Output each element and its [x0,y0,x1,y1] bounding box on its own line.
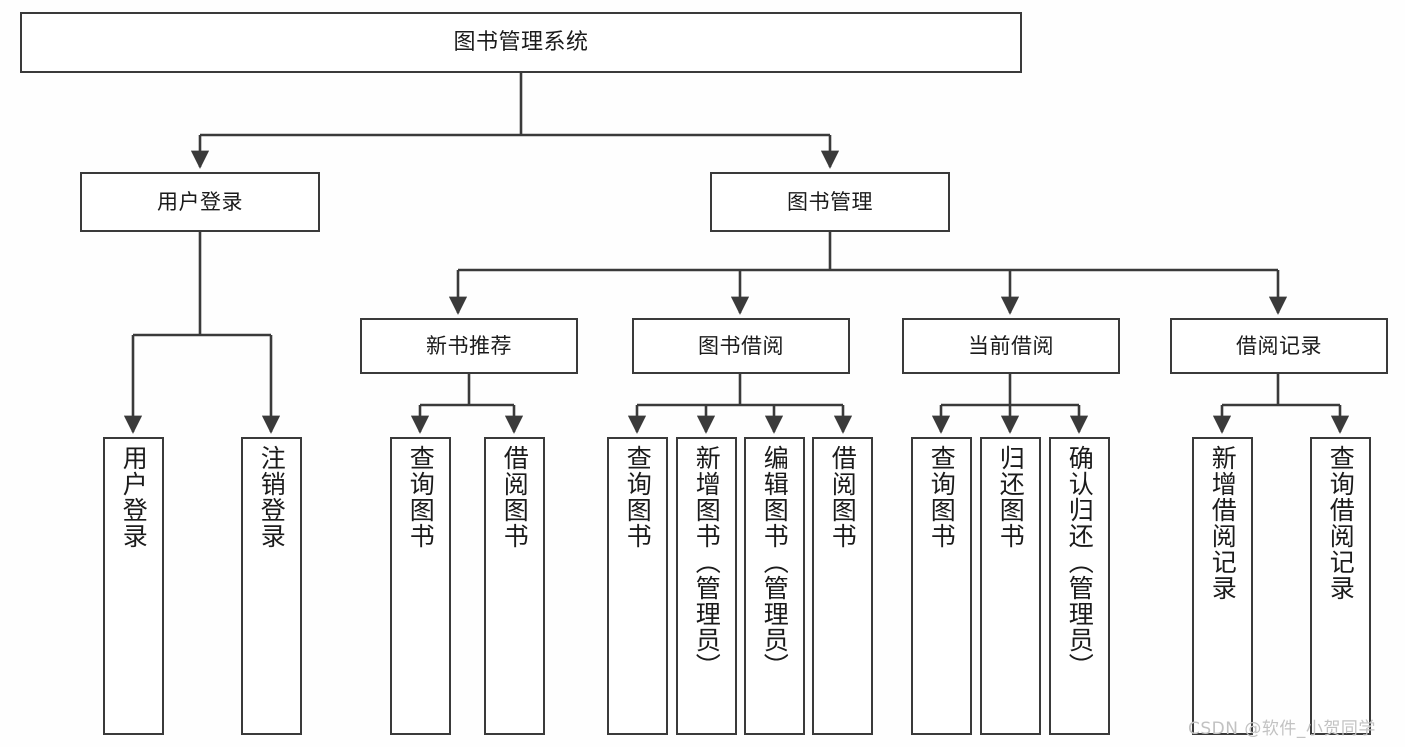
leaf-confirm-return-admin[interactable]: 确认归还（管理员） [1049,437,1110,735]
node-label: 图书管理 [787,189,873,214]
leaf-query-book-current[interactable]: 查询图书 [911,437,972,735]
node-book-borrowing[interactable]: 图书借阅 [632,318,850,374]
node-root-book-management-system[interactable]: 图书管理系统 [20,12,1022,73]
node-borrowing-records[interactable]: 借阅记录 [1170,318,1388,374]
node-label: 借阅图书 [500,445,530,549]
node-label: 图书借阅 [698,333,784,358]
node-book-management[interactable]: 图书管理 [710,172,950,232]
leaf-borrow-book-new[interactable]: 借阅图书 [484,437,545,735]
csdn-watermark: CSDN @软件_小贺同学 [1188,719,1376,739]
node-label: 图书管理系统 [453,29,589,55]
node-label: 用户登录 [157,189,243,214]
node-label: 查询图书 [623,445,653,549]
node-label: 归还图书 [996,445,1026,549]
node-user-login[interactable]: 用户登录 [80,172,320,232]
node-label: 用户登录 [119,445,149,549]
node-label: 借阅记录 [1236,333,1322,358]
node-new-book-recommendation[interactable]: 新书推荐 [360,318,578,374]
node-label: 新增图书（管理员） [692,445,722,679]
leaf-return-book[interactable]: 归还图书 [980,437,1041,735]
node-label: 注销登录 [257,445,287,549]
leaf-logout[interactable]: 注销登录 [241,437,302,735]
leaf-edit-book-admin[interactable]: 编辑图书（管理员） [744,437,805,735]
leaf-add-book-admin[interactable]: 新增图书（管理员） [676,437,737,735]
leaf-borrow-book[interactable]: 借阅图书 [812,437,873,735]
node-label: 编辑图书（管理员） [760,445,790,679]
node-current-borrowing[interactable]: 当前借阅 [902,318,1120,374]
node-label: 查询图书 [406,445,436,549]
node-label: 查询图书 [927,445,957,549]
node-label: 查询借阅记录 [1326,445,1356,601]
leaf-query-book-borrow[interactable]: 查询图书 [607,437,668,735]
node-label: 确认归还（管理员） [1065,445,1095,679]
node-label: 新书推荐 [426,333,512,358]
leaf-user-login[interactable]: 用户登录 [103,437,164,735]
leaf-query-borrow-record[interactable]: 查询借阅记录 [1310,437,1371,735]
node-label: 借阅图书 [828,445,858,549]
node-label: 新增借阅记录 [1208,445,1238,601]
leaf-add-borrow-record[interactable]: 新增借阅记录 [1192,437,1253,735]
node-label: 当前借阅 [968,333,1054,358]
leaf-query-book-new[interactable]: 查询图书 [390,437,451,735]
